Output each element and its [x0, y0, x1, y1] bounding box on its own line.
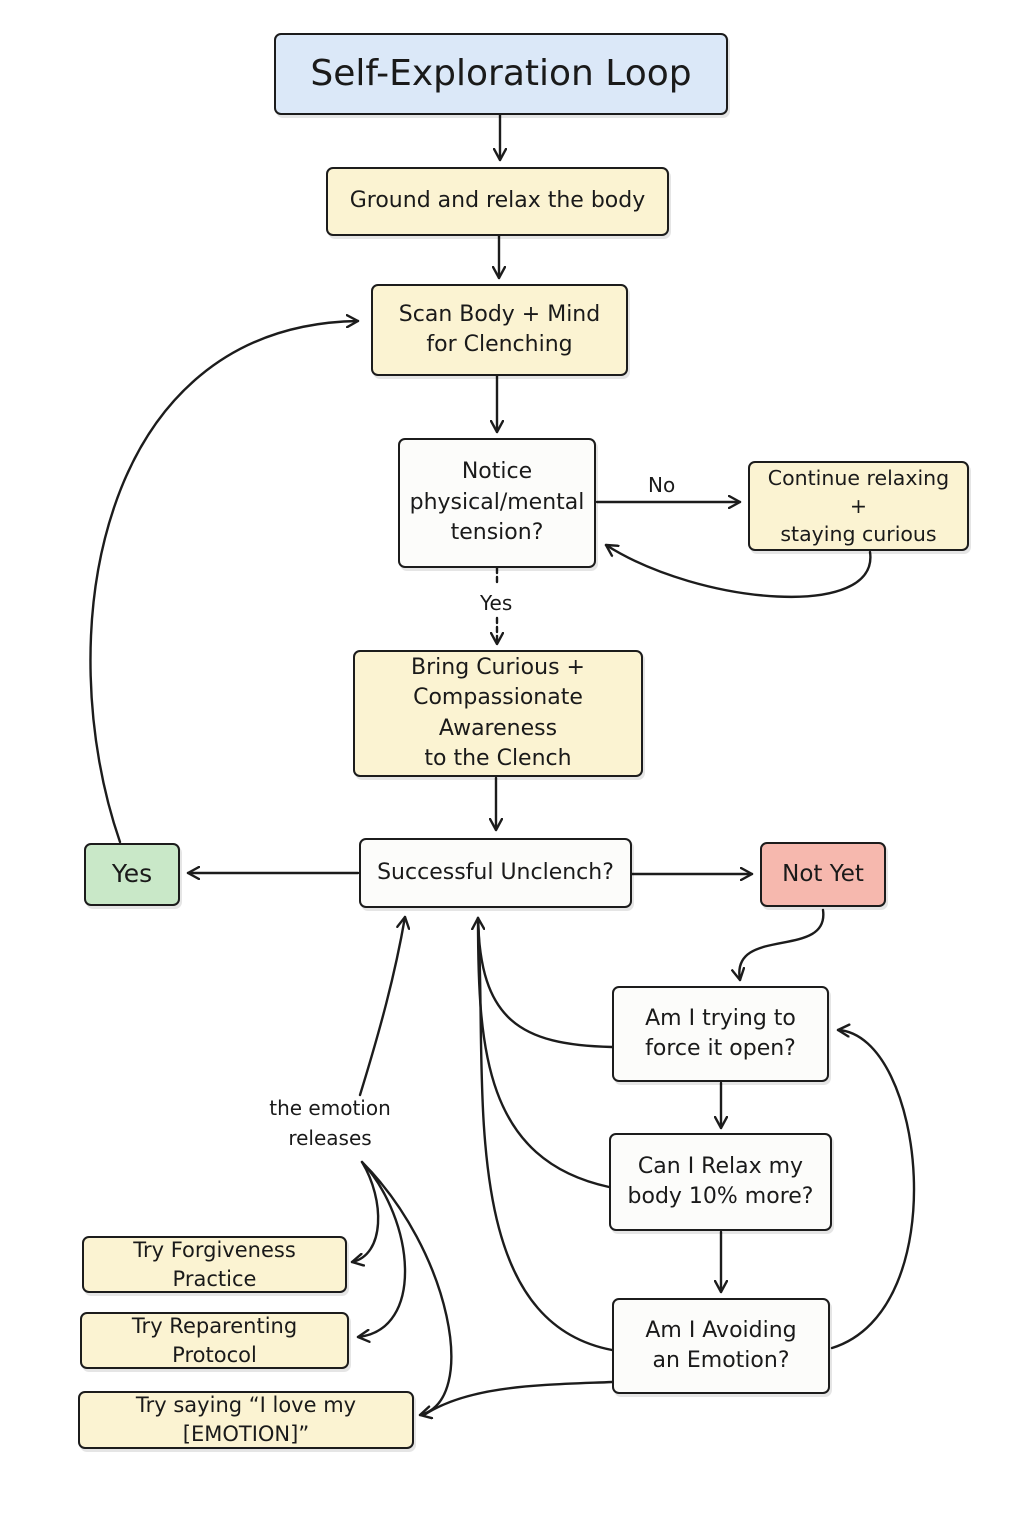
node-ground: Ground and relax the body: [326, 167, 669, 236]
edge-to-forgive: [350, 1160, 380, 1262]
node-unclench-label: Successful Unclench?: [377, 859, 614, 885]
edge-notyet-to-force: [739, 908, 825, 982]
node-avoid: Am I Avoiding an Emotion?: [612, 1298, 830, 1394]
node-relax: Can I Relax my body 10% more?: [609, 1133, 832, 1231]
edge-relax-to-unclench: [476, 916, 611, 1189]
node-forgive: Try Forgiveness Practice: [82, 1236, 347, 1293]
page-title: Self-Exploration Loop: [310, 53, 692, 95]
node-notice-label: Notice physical/mental tension?: [409, 459, 585, 546]
node-bring: Bring Curious + Compassionate Awareness …: [353, 650, 643, 777]
node-continue-label: Continue relaxing + staying curious: [767, 465, 950, 547]
edge-avoid-to-love: [422, 1380, 614, 1417]
node-ground-label: Ground and relax the body: [349, 188, 646, 214]
node-not-yet-label: Not Yet: [782, 860, 864, 887]
edge-avoid-to-unclench: [476, 916, 614, 1352]
edge-releases-to-unclench: [358, 915, 405, 1097]
node-not-yet: Not Yet: [760, 842, 886, 907]
node-love: Try saying “I love my [EMOTION]”: [78, 1391, 414, 1449]
node-scan-label: Scan Body + Mind for Clenching: [398, 301, 601, 357]
edge-yes-to-scan: [89, 321, 360, 844]
title-box: Self-Exploration Loop: [274, 33, 728, 115]
label-emotion-releases: the emotion releases: [269, 1096, 391, 1150]
node-reparent: Try Reparenting Protocol: [80, 1312, 349, 1369]
node-reparent-label: Try Reparenting Protocol: [131, 1313, 298, 1367]
node-forgive-label: Try Forgiveness Practice: [133, 1237, 296, 1291]
node-relax-label: Can I Relax my body 10% more?: [627, 1153, 814, 1209]
edge-continue-back: [604, 543, 872, 599]
node-force-label: Am I trying to force it open?: [645, 1005, 796, 1061]
node-scan: Scan Body + Mind for Clenching: [371, 284, 628, 376]
node-force: Am I trying to force it open?: [612, 986, 829, 1082]
node-bring-label: Bring Curious + Compassionate Awareness …: [411, 654, 585, 771]
node-yes-label: Yes: [111, 859, 153, 889]
node-notice: Notice physical/mental tension?: [398, 438, 596, 568]
node-avoid-label: Am I Avoiding an Emotion?: [645, 1317, 797, 1373]
label-yes-branch: Yes: [480, 591, 513, 615]
edge-to-reparent: [356, 1160, 407, 1337]
edge-force-to-unclench: [478, 916, 614, 1049]
node-unclench: Successful Unclench?: [359, 838, 632, 908]
node-love-label: Try saying “I love my [EMOTION]”: [135, 1393, 357, 1446]
node-continue: Continue relaxing + staying curious: [748, 461, 969, 551]
node-yes: Yes: [84, 843, 180, 906]
edge-avoid-to-force: [830, 1030, 916, 1350]
edge-to-love: [360, 1160, 453, 1415]
label-no: No: [648, 473, 676, 497]
